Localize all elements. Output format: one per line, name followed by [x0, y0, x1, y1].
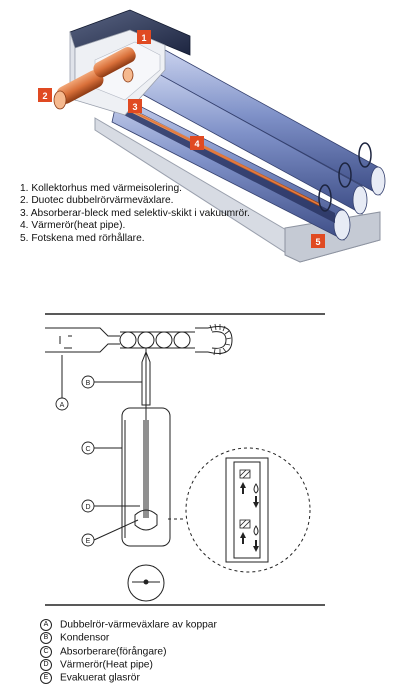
- callout-5: 5: [311, 234, 325, 248]
- diagram-label-a: A: [55, 397, 69, 411]
- callout-3: 3: [128, 99, 142, 113]
- svg-text:1: 1: [141, 33, 146, 43]
- legend-letter-icon: C: [40, 645, 52, 658]
- tube-cross-section: [127, 564, 165, 602]
- manifold-double-pipe: [45, 323, 233, 356]
- legend-top-item: 4. Värmerör(heat pipe).: [20, 220, 126, 232]
- callout-2: 2: [38, 88, 52, 102]
- legend-bottom-item: E Evakuerat glasrör: [40, 672, 217, 685]
- diagram-label-b: B: [81, 375, 95, 389]
- callout-4: 4: [190, 136, 204, 150]
- callout-1: 1: [137, 30, 151, 44]
- legend-bottom-text: Evakuerat glasrör: [60, 672, 140, 684]
- legend-bottom: A Dubbelrör-värmeväxlare av koppar B Konde…: [40, 619, 217, 685]
- legend-letter-icon: B: [40, 632, 52, 645]
- svg-text:4: 4: [194, 139, 199, 149]
- legend-bottom-item: C Absorberare(förångare): [40, 645, 217, 659]
- svg-text:B: B: [86, 380, 91, 387]
- legend-bottom-text: Kondensor: [60, 632, 110, 644]
- foot-rail-front: [284, 211, 381, 263]
- legend-top-item: 1. Kollektorhus med värmeisolering.: [20, 183, 182, 194]
- legend-bottom-item: B Kondensor: [40, 632, 217, 645]
- legend-top: 1. Kollektorhus med värmeisolering. 2. D…: [20, 183, 250, 245]
- vacuum-tube-front: [111, 94, 351, 241]
- legend-bottom-item: A Dubbelrör-värmeväxlare av koppar: [40, 619, 217, 632]
- absorber-plate: [120, 105, 335, 223]
- legend-top-item: 3. Absorberar-bleck med selektiv-skikt i…: [20, 207, 250, 219]
- diagram-label-e: E: [81, 533, 95, 547]
- svg-text:5: 5: [315, 237, 320, 247]
- collector-3d-view: [53, 9, 386, 263]
- svg-text:C: C: [85, 446, 90, 453]
- svg-text:A: A: [60, 402, 65, 409]
- diagram-label-c: C: [81, 441, 95, 455]
- glass-tube-outline: [121, 407, 171, 547]
- zoom-detail-circle: [185, 447, 311, 573]
- copper-heat-exchanger: [53, 47, 136, 110]
- legend-bottom-text: Dubbelrör-värmeväxlare av koppar: [60, 619, 217, 631]
- tube-clamps: [318, 142, 372, 212]
- legend-top-item: 2. Duotec dubbelrörvärmeväxlare.: [20, 195, 174, 207]
- legend-bottom-text: Värmerör(Heat pipe): [60, 659, 153, 671]
- schematic-diagram: [45, 313, 325, 606]
- svg-text:E: E: [86, 538, 91, 545]
- vacuum-tube-middle: [141, 67, 368, 215]
- diagram-label-d: D: [81, 499, 95, 513]
- legend-bottom-item: D Värmerör(Heat pipe): [40, 658, 217, 672]
- svg-text:D: D: [85, 504, 90, 511]
- svg-text:2: 2: [42, 91, 47, 101]
- legend-letter-icon: D: [40, 658, 52, 671]
- legend-letter-icon: A: [40, 619, 52, 631]
- svg-text:3: 3: [132, 102, 137, 112]
- legend-top-item: 5. Fotskena med rörhållare.: [20, 232, 145, 244]
- legend-bottom-text: Absorberare(förångare): [60, 646, 167, 658]
- legend-letter-icon: E: [40, 672, 52, 685]
